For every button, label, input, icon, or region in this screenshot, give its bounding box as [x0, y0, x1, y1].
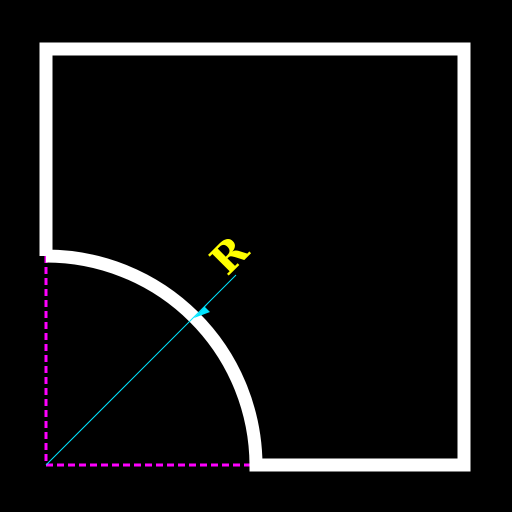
radius-dimension-line	[45, 274, 237, 466]
radius-arrowhead	[194, 296, 215, 318]
shape-outline	[39, 42, 471, 472]
